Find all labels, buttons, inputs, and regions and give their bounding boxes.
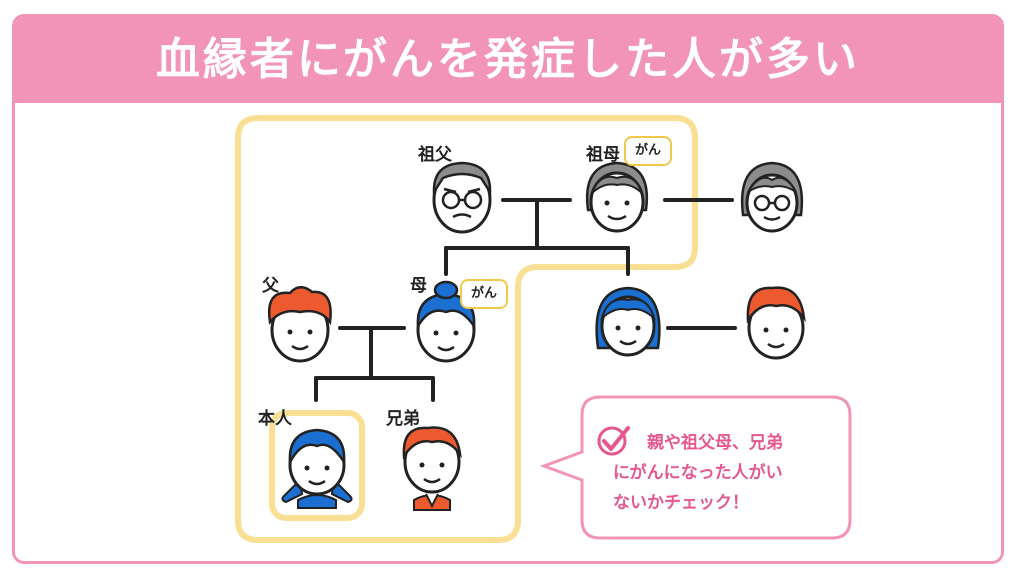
father-face-icon bbox=[267, 286, 332, 363]
cancer-badge-grandmother: がん bbox=[624, 136, 672, 166]
callout-line-1: 親や祖父母、兄弟 bbox=[647, 433, 783, 453]
relative-grandmother-face-icon bbox=[740, 161, 804, 233]
self-highlight bbox=[269, 410, 365, 521]
label-grandmother: 祖母 bbox=[586, 145, 620, 165]
tree-lines bbox=[314, 198, 737, 402]
label-self: 本人 bbox=[258, 409, 292, 429]
aunt-face-icon bbox=[595, 286, 661, 357]
label-father: 父 bbox=[262, 276, 279, 296]
blood-relative-highlight bbox=[235, 115, 698, 543]
check-icon bbox=[597, 426, 630, 456]
grandmother-face-icon bbox=[585, 161, 649, 233]
diagram-frame: 血縁者にがんを発症した人が多い bbox=[12, 14, 1004, 564]
sibling-face-icon bbox=[402, 426, 462, 511]
page-title: 血縁者にがんを発症した人が多い bbox=[155, 34, 861, 85]
grandfather-face-icon bbox=[432, 161, 492, 234]
callout-line-3: ないかチェック！ bbox=[613, 493, 749, 513]
callout-text: 親や祖父母、兄弟 にがんになった人がい ないかチェック！ bbox=[613, 428, 838, 518]
title-banner bbox=[15, 17, 1001, 103]
uncle-face-icon bbox=[746, 286, 806, 360]
mother-face-icon bbox=[416, 280, 476, 363]
label-mother: 母 bbox=[410, 276, 427, 296]
cancer-badge-mother: がん bbox=[460, 279, 508, 309]
label-grandfather: 祖父 bbox=[418, 145, 452, 165]
label-siblings: 兄弟 bbox=[386, 409, 420, 429]
callout-line-2: にがんになった人がい bbox=[613, 463, 783, 483]
self-face-icon bbox=[281, 428, 353, 509]
